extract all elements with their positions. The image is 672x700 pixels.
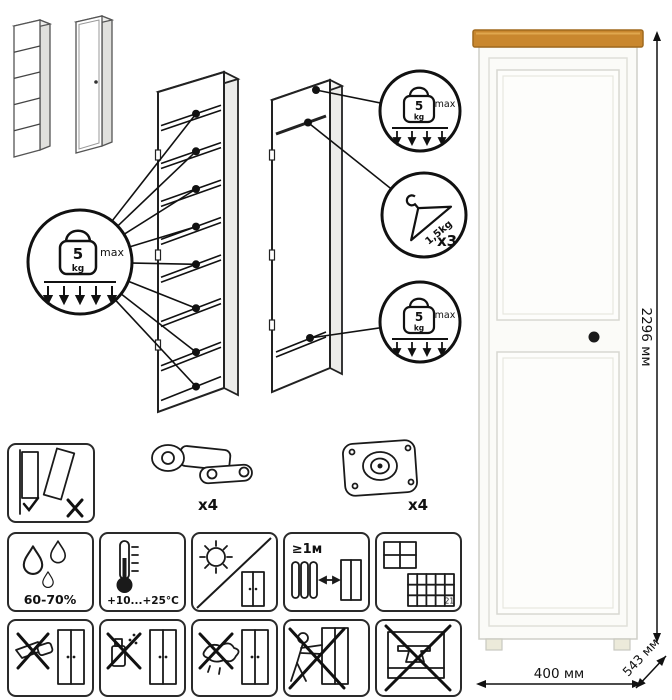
heater-distance-box: ≥1м <box>283 532 370 612</box>
distance-arrow-icon <box>317 575 342 585</box>
width-label: 400 мм <box>534 666 584 682</box>
mini-wardrobe-closed <box>73 15 115 154</box>
x-icon <box>198 632 234 670</box>
bottom-load-value: 5 <box>415 310 423 324</box>
bottom-load-limit: max <box>435 310 456 321</box>
sunlight-warning-box <box>191 532 278 612</box>
x-icon <box>16 632 50 670</box>
ventilation-box: 21 <box>375 532 462 612</box>
radiator-icon <box>291 561 318 599</box>
bottom-load-callout: 5 kg max <box>378 280 462 364</box>
no-chemicals-box <box>99 619 186 697</box>
kettlebell-icon <box>408 86 430 97</box>
no-heavy-load-box <box>375 619 462 697</box>
shelf-cabinet-diagram <box>154 70 241 414</box>
humidity-box: 60-70% <box>7 532 94 612</box>
calendar-grid-icon: 21 <box>407 573 455 607</box>
sun-icon <box>199 540 233 574</box>
wardrobe-glyph-icon <box>241 571 265 607</box>
height-dimension: 2296 мм <box>638 31 661 643</box>
wardrobe-glyph-icon <box>149 629 177 685</box>
width-dimension: 400 мм <box>476 666 642 688</box>
wardrobe-glyph-icon <box>321 627 349 685</box>
wardrobe-glyph-icon <box>241 629 269 685</box>
shelf-load-unit: kg <box>72 264 84 274</box>
temperature-label: +10...+25°C <box>107 595 179 607</box>
wardrobe-glyph-icon <box>340 559 362 601</box>
hinge-mark <box>154 149 162 161</box>
wardrobe-render <box>472 29 644 651</box>
top-load-unit: kg <box>414 113 424 122</box>
check-icon <box>22 496 40 513</box>
hinge-mark <box>154 249 162 261</box>
hanger-count-label: x3 <box>437 232 457 250</box>
top-load-callout: 5 kg max <box>378 69 462 153</box>
x-icon <box>384 624 452 692</box>
hinge-icon <box>151 444 253 485</box>
thermometer-icon <box>116 540 139 593</box>
bottom-load-unit: kg <box>414 324 424 333</box>
wardrobe-door <box>488 57 628 627</box>
distance-label: ≥1м <box>292 542 323 557</box>
window-icon <box>383 541 417 569</box>
hinge-mark <box>268 319 276 331</box>
door-knob <box>588 331 600 343</box>
down-arrows-icon <box>42 286 118 306</box>
hinge-mark <box>268 249 276 261</box>
wardrobe-foot <box>613 638 631 651</box>
top-load-limit: max <box>435 99 456 110</box>
hanging-rod <box>275 114 327 136</box>
height-label: 2296 мм <box>638 307 654 366</box>
hinge-mark <box>268 149 276 161</box>
x-icon <box>106 632 142 670</box>
anti-tip-warning-box <box>7 443 95 523</box>
hanging-cabinet-diagram <box>268 78 345 394</box>
rod-callout-dots <box>304 86 320 342</box>
mini-wardrobe-open <box>11 19 53 158</box>
humidity-label: 60-70% <box>24 592 77 607</box>
x-icon <box>66 498 84 518</box>
no-sharp-tools-box <box>7 619 94 697</box>
shelf-load-callout: 5 kg max <box>26 208 134 316</box>
shelf-load-value: 5 <box>73 245 83 263</box>
shelf-load-limit: max <box>100 246 124 259</box>
top-load-value: 5 <box>415 99 423 113</box>
wardrobe-glyph-icon <box>57 629 85 685</box>
shelf-callout-dots <box>192 109 200 391</box>
kettlebell-icon <box>408 297 430 308</box>
fitting-count-label: x4 <box>408 496 428 514</box>
water-drops-icon <box>22 540 67 588</box>
fitting-icon <box>342 439 418 497</box>
kettlebell-icon <box>64 229 92 243</box>
hinge-count-label: x4 <box>198 496 218 514</box>
down-arrows-icon <box>392 131 447 147</box>
no-wet-cloth-box <box>191 619 278 697</box>
down-arrows-icon <box>392 342 447 358</box>
hanger-load-callout: 1,5kg x3 <box>380 171 468 259</box>
calendar-day-label: 21 <box>445 597 455 606</box>
no-push-loaded-box <box>283 619 370 697</box>
x-icon <box>288 627 346 690</box>
wardrobe-foot <box>485 638 503 651</box>
temperature-box: +10...+25°C <box>99 532 186 612</box>
